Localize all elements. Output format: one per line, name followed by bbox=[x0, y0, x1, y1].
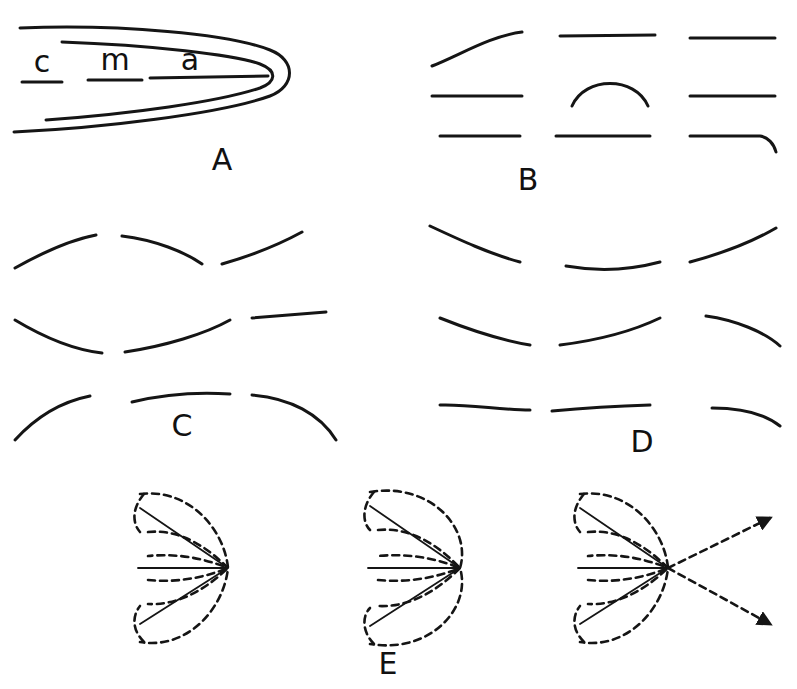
fan-lobe bbox=[134, 606, 144, 642]
straight-line bbox=[560, 35, 655, 36]
fan-lobe bbox=[580, 493, 668, 643]
zone-line bbox=[150, 76, 268, 78]
fan-lobe bbox=[364, 608, 374, 644]
inner-contour bbox=[46, 42, 273, 120]
direction-arrow bbox=[668, 568, 770, 624]
curve-line bbox=[440, 405, 530, 410]
straight-line bbox=[552, 405, 650, 411]
curve-line bbox=[440, 318, 530, 345]
fan-rays bbox=[368, 506, 460, 626]
fan-lobe bbox=[574, 494, 584, 532]
fan-figure bbox=[574, 493, 770, 643]
fan-lobe bbox=[148, 568, 228, 604]
fan-lobe bbox=[140, 493, 228, 643]
panel-letter: E bbox=[379, 649, 398, 679]
line-grid-c bbox=[15, 232, 336, 440]
fan-lobe bbox=[134, 494, 144, 532]
straight-line bbox=[690, 37, 775, 40]
panel-letter: C bbox=[172, 411, 193, 441]
direction-arrow bbox=[668, 518, 770, 568]
straight-line bbox=[440, 135, 520, 138]
curve-line bbox=[712, 408, 780, 426]
panel-letter: B bbox=[518, 165, 539, 195]
fan-lobe bbox=[364, 492, 374, 530]
zone-line bbox=[88, 79, 142, 82]
outer-contour bbox=[14, 27, 290, 132]
curve-line bbox=[132, 393, 230, 402]
curve-line bbox=[560, 318, 660, 345]
curve-line bbox=[222, 232, 302, 264]
line-grid-b bbox=[432, 32, 776, 152]
curve-line bbox=[15, 396, 90, 440]
curve-line bbox=[566, 262, 660, 269]
curve-line bbox=[432, 32, 522, 66]
fan-lobe bbox=[378, 530, 460, 568]
zone-letter: m bbox=[100, 45, 129, 75]
fan-lobe bbox=[378, 568, 460, 606]
arc-line bbox=[572, 84, 648, 107]
curve-line bbox=[690, 228, 776, 262]
fan-figure bbox=[134, 493, 228, 643]
fan-lobe bbox=[370, 491, 462, 646]
zone-line bbox=[22, 81, 62, 84]
curve-line bbox=[252, 395, 336, 440]
fan-lobe bbox=[574, 606, 584, 642]
straight-line bbox=[252, 312, 326, 318]
curve-line bbox=[430, 226, 520, 262]
fan-lobe bbox=[148, 532, 228, 568]
panel-letter: A bbox=[212, 145, 233, 175]
panel-letter: D bbox=[630, 427, 653, 457]
curve-line bbox=[15, 320, 102, 353]
curve-line bbox=[706, 316, 780, 346]
zone-letter: a bbox=[181, 45, 199, 75]
curve-line bbox=[15, 235, 96, 268]
straight-line bbox=[432, 95, 522, 98]
straight-line bbox=[690, 95, 775, 98]
organ-outline bbox=[14, 27, 290, 132]
curve-line bbox=[122, 236, 202, 264]
line-grid-d bbox=[430, 226, 780, 426]
zone-letter: c bbox=[34, 47, 51, 77]
fan-figure bbox=[364, 491, 462, 646]
curve-line bbox=[125, 320, 230, 352]
fan-lobe bbox=[588, 532, 668, 568]
curve-line bbox=[690, 136, 776, 152]
fan-lobe bbox=[588, 568, 668, 604]
straight-line bbox=[556, 135, 650, 138]
